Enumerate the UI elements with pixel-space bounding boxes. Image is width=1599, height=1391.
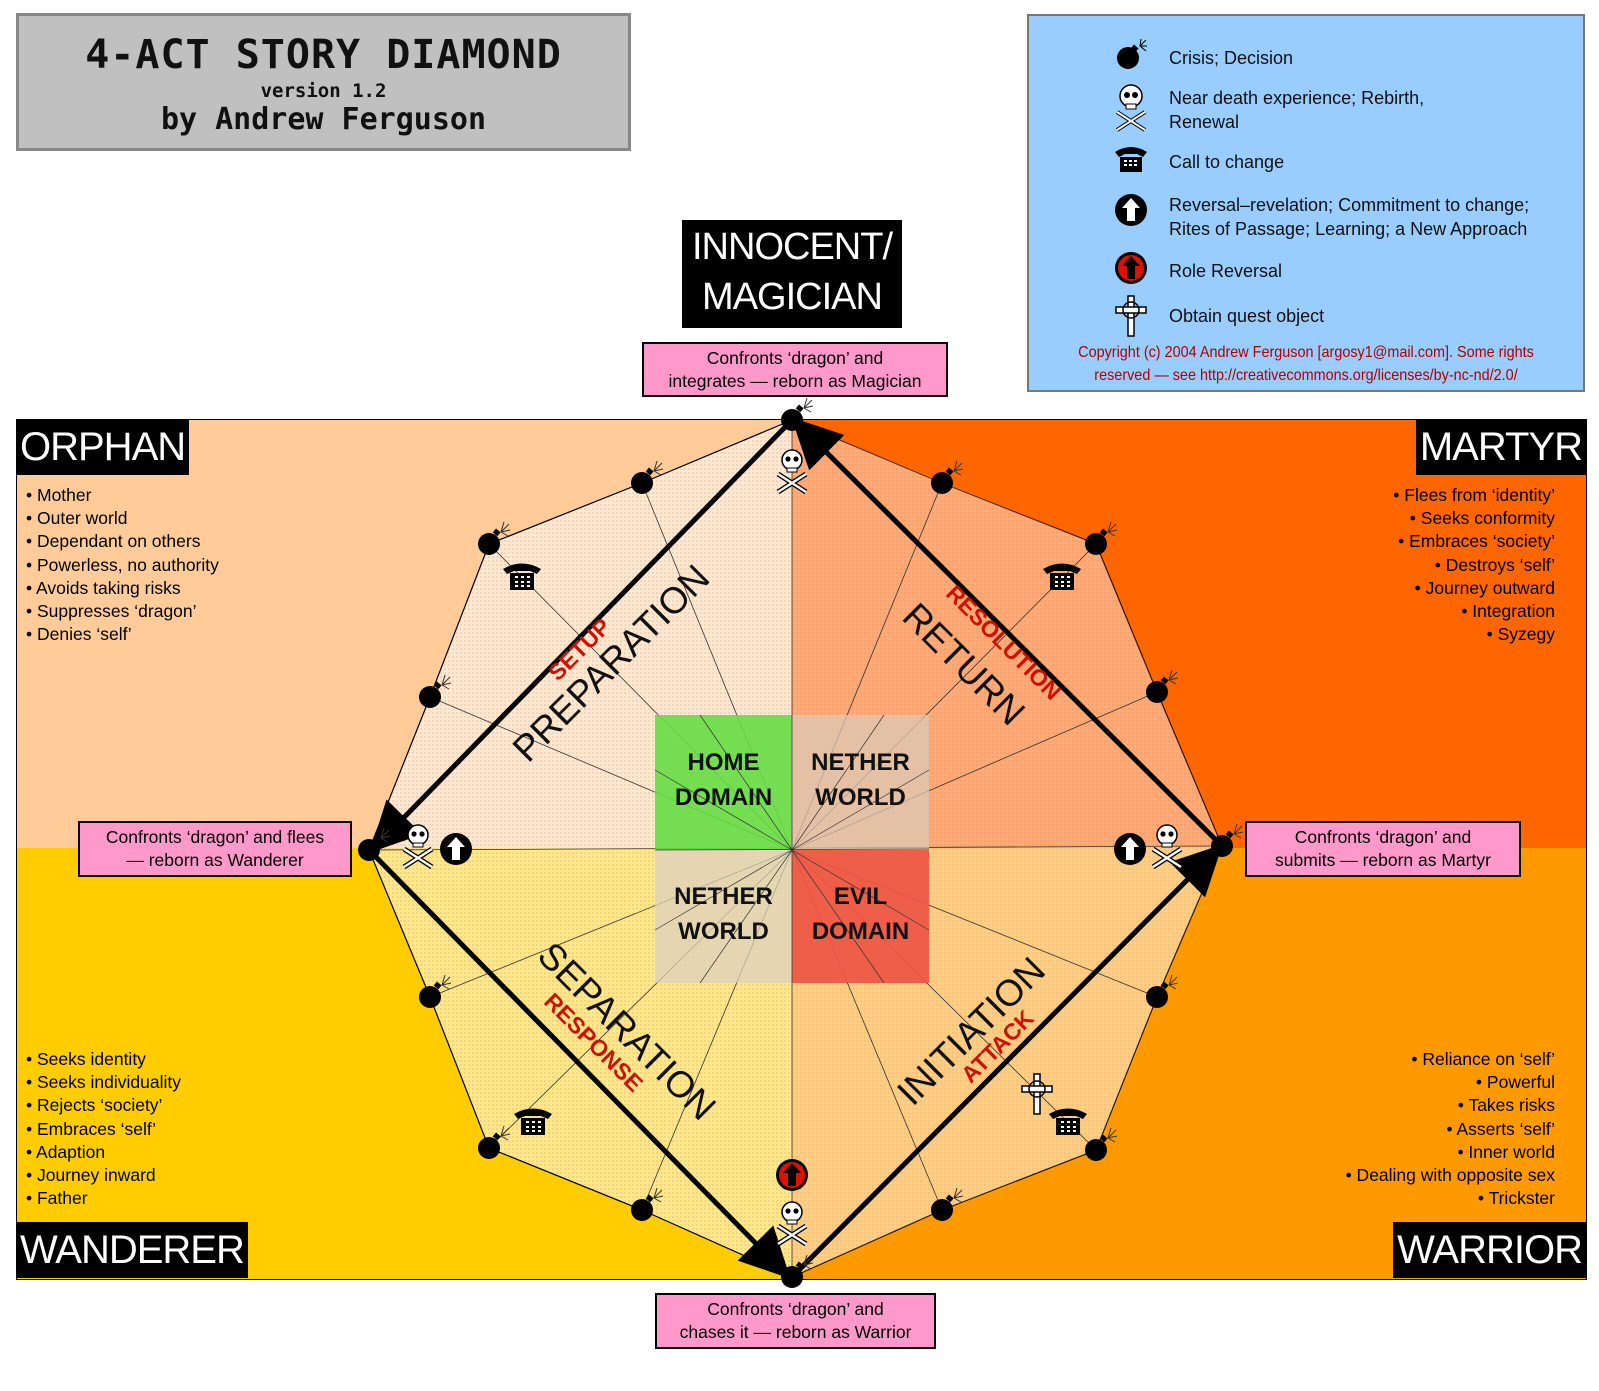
- list-item: • Destroys ‘self’: [1434, 554, 1555, 575]
- list-item: • Suppresses ‘dragon’: [26, 601, 197, 622]
- bomb-icon: [1085, 521, 1118, 555]
- title-author: by Andrew Ferguson: [160, 102, 487, 137]
- list-item: • Denies ‘self’: [26, 624, 132, 645]
- confront-wanderer-box: Confronts ‘dragon’ and flees — reborn as…: [78, 821, 352, 877]
- skull-crossbones-icon: [402, 824, 434, 870]
- bomb-icon: [631, 1187, 664, 1221]
- skull-crossbones-icon: [776, 449, 808, 495]
- list-item: • Trickster: [1477, 1188, 1555, 1209]
- title-version: version 1.2: [260, 80, 387, 102]
- arrow-resolution: [791, 417, 1224, 848]
- home-domain-square: [655, 715, 792, 850]
- telephone-icon: [1049, 1108, 1087, 1135]
- legend-near-death-text: Near death experience; Rebirth, Renewal: [1169, 88, 1425, 132]
- arrow-response: [367, 848, 791, 1279]
- arrow-setup: [369, 418, 794, 853]
- list-item: • Flees from ‘identity’: [1393, 485, 1555, 505]
- up-arrow-circle-icon: [1115, 194, 1147, 226]
- celtic-cross-icon: [1115, 295, 1147, 337]
- up-arrow-circle-icon: [440, 833, 472, 865]
- legend-quest-text: Obtain quest object: [1169, 306, 1325, 326]
- confront-magician-box: Confronts ‘dragon’ and integrates — rebo…: [642, 342, 948, 397]
- bomb-icon: [931, 460, 964, 494]
- telephone-icon: [514, 1108, 552, 1135]
- skull-crossbones-icon: [1115, 84, 1147, 132]
- list-item: • Embraces ‘self’: [26, 1118, 156, 1139]
- bomb-icon: [419, 974, 452, 1008]
- wanderer-traits-list: • Seeks identity • Seeks individuality •…: [26, 1048, 181, 1210]
- archetype-innocent-magician: INNOCENT/ MAGICIAN: [682, 220, 902, 328]
- legend-role-reversal-text: Role Reversal: [1169, 261, 1283, 281]
- title-main: 4-ACT STORY DIAMOND: [85, 32, 562, 78]
- confront-martyr-box: Confronts ‘dragon’ and submits — reborn …: [1245, 821, 1521, 877]
- bomb-icon: [1117, 38, 1147, 69]
- celtic-cross-icon: [1021, 1073, 1053, 1115]
- bomb-icon: [1146, 974, 1179, 1008]
- list-item: • Journey outward: [1414, 577, 1555, 598]
- list-item: • Seeks identity: [26, 1049, 146, 1069]
- list-item: • Father: [26, 1188, 88, 1209]
- list-item: • Seeks conformity: [1409, 508, 1555, 529]
- nether-world-bottom-label: NETHER WORLD: [674, 883, 773, 945]
- list-item: • Powerless, no authority: [26, 554, 219, 575]
- bomb-icon: [478, 521, 511, 555]
- bomb-icon: [781, 1254, 814, 1288]
- list-item: • Dealing with opposite sex: [1345, 1165, 1555, 1186]
- archetype-orphan: ORPHAN: [16, 419, 190, 475]
- nether-world-top-square: [792, 715, 929, 850]
- list-item: • Reliance on ‘self’: [1411, 1049, 1555, 1069]
- red-up-arrow-circle-icon: [776, 1159, 808, 1191]
- telephone-icon: [1043, 563, 1081, 590]
- list-item: • Rejects ‘society’: [26, 1095, 163, 1116]
- confront-warrior-box: Confronts ‘dragon’ and chases it — rebor…: [655, 1293, 936, 1349]
- list-item: • Syzegy: [1486, 624, 1555, 645]
- bomb-icon: [1146, 669, 1179, 703]
- list-item: • Inner world: [1457, 1141, 1555, 1162]
- archetype-martyr: MARTYR: [1415, 419, 1586, 475]
- bomb-icon: [478, 1125, 511, 1159]
- bomb-icon: [631, 460, 664, 494]
- bomb-icon: [931, 1187, 964, 1221]
- list-item: • Seeks individuality: [26, 1072, 181, 1093]
- copyright-text: Copyright (c) 2004 Andrew Ferguson [argo…: [1078, 344, 1534, 384]
- bomb-icon: [358, 827, 391, 861]
- list-item: • Mother: [26, 485, 92, 505]
- red-up-arrow-circle-icon: [1115, 252, 1147, 284]
- arrow-attack: [790, 844, 1223, 1279]
- bomb-icons: [358, 397, 1244, 1288]
- legend-box: Crisis; Decision Near death experience; …: [1027, 14, 1585, 392]
- bomb-icon: [1211, 823, 1244, 857]
- legend-crisis-text: Crisis; Decision: [1169, 48, 1294, 68]
- bomb-icon: [781, 397, 814, 431]
- archetype-warrior: WARRIOR: [1393, 1222, 1586, 1278]
- home-domain-label: HOME DOMAIN: [674, 749, 773, 811]
- archetype-wanderer: WANDERER: [16, 1222, 248, 1278]
- list-item: • Outer world: [26, 508, 128, 529]
- legend-call-text: Call to change: [1169, 152, 1285, 172]
- list-item: • Takes risks: [1457, 1095, 1555, 1116]
- martyr-traits-list: • Flees from ‘identity’ • Seeks conformi…: [1393, 484, 1555, 646]
- list-item: • Journey inward: [26, 1165, 156, 1186]
- up-arrow-circle-icon: [1114, 833, 1146, 865]
- list-item: • Dependant on others: [26, 531, 201, 552]
- skull-crossbones-icon: [1151, 824, 1183, 870]
- title-box: 4-ACT STORY DIAMOND version 1.2 by Andre…: [16, 13, 631, 151]
- bomb-icon: [419, 674, 452, 708]
- evil-domain-label: EVIL DOMAIN: [811, 883, 910, 945]
- orphan-traits-list: • Mother • Outer world • Dependant on ot…: [26, 484, 219, 646]
- list-item: • Embraces ‘society’: [1398, 531, 1555, 552]
- legend-reversal-text: Reversal–revelation; Commitment to chang…: [1169, 195, 1530, 239]
- list-item: • Integration: [1461, 601, 1555, 622]
- telephone-icon: [1115, 147, 1147, 172]
- list-item: • Avoids taking risks: [26, 577, 181, 598]
- warrior-traits-list: • Reliance on ‘self’ • Powerful • Takes …: [1346, 1048, 1555, 1210]
- list-item: • Adaption: [26, 1141, 106, 1162]
- telephone-icon: [503, 563, 541, 590]
- list-item: • Asserts ‘self’: [1446, 1118, 1555, 1139]
- list-item: • Powerful: [1475, 1072, 1555, 1093]
- nether-world-top-label: NETHER WORLD: [811, 749, 910, 811]
- skull-crossbones-icon: [776, 1201, 808, 1247]
- bomb-icon: [1085, 1127, 1118, 1161]
